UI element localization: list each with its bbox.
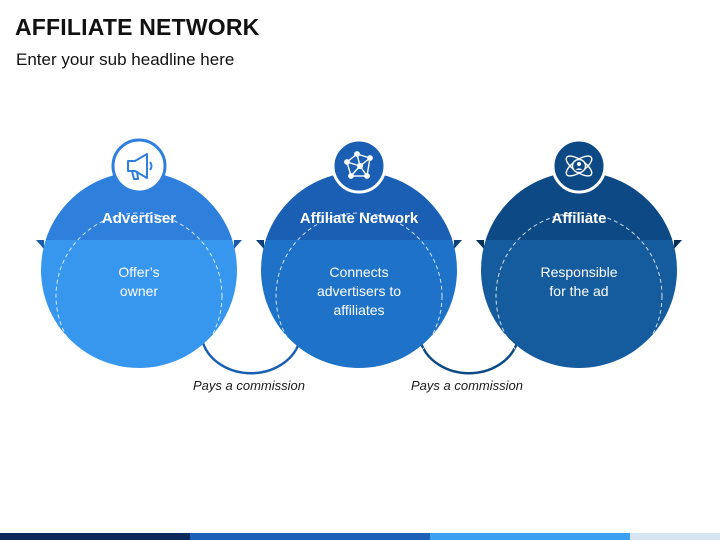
step-title-affiliate: Affiliate xyxy=(551,210,607,227)
step-description-affiliate-network: Connects advertisers to affiliates xyxy=(316,264,402,318)
megaphone-icon xyxy=(127,153,153,180)
step-description-advertiser: Offer’s owner xyxy=(118,264,160,299)
connector-label-2: Pays a commission xyxy=(411,378,523,393)
step-title-advertiser: Advertiser xyxy=(101,210,177,227)
atom-user-icon xyxy=(565,155,593,177)
step-card-affiliate-network xyxy=(256,138,462,380)
network-icon xyxy=(344,151,373,179)
step-title-affiliate-network: Affiliate Network xyxy=(299,210,419,227)
page-subtitle: Enter your sub headline here xyxy=(16,50,235,69)
bottom-bar-segment xyxy=(0,533,190,540)
step-icon-badge xyxy=(111,138,167,194)
bottom-bar-segment xyxy=(190,533,430,540)
page-title: AFFILIATE NETWORK xyxy=(15,14,260,40)
bottom-bar-segment xyxy=(430,533,630,540)
bottom-accent-bar xyxy=(0,533,720,540)
connector-label-1: Pays a commission xyxy=(193,378,305,393)
step-description-affiliate: Responsible for the ad xyxy=(540,264,618,299)
bottom-bar-segment xyxy=(630,533,720,540)
step-card-affiliate xyxy=(476,138,682,380)
step-card-advertiser xyxy=(36,138,242,380)
connector-arc-1 xyxy=(201,342,301,375)
connector-arc-2 xyxy=(419,342,519,375)
